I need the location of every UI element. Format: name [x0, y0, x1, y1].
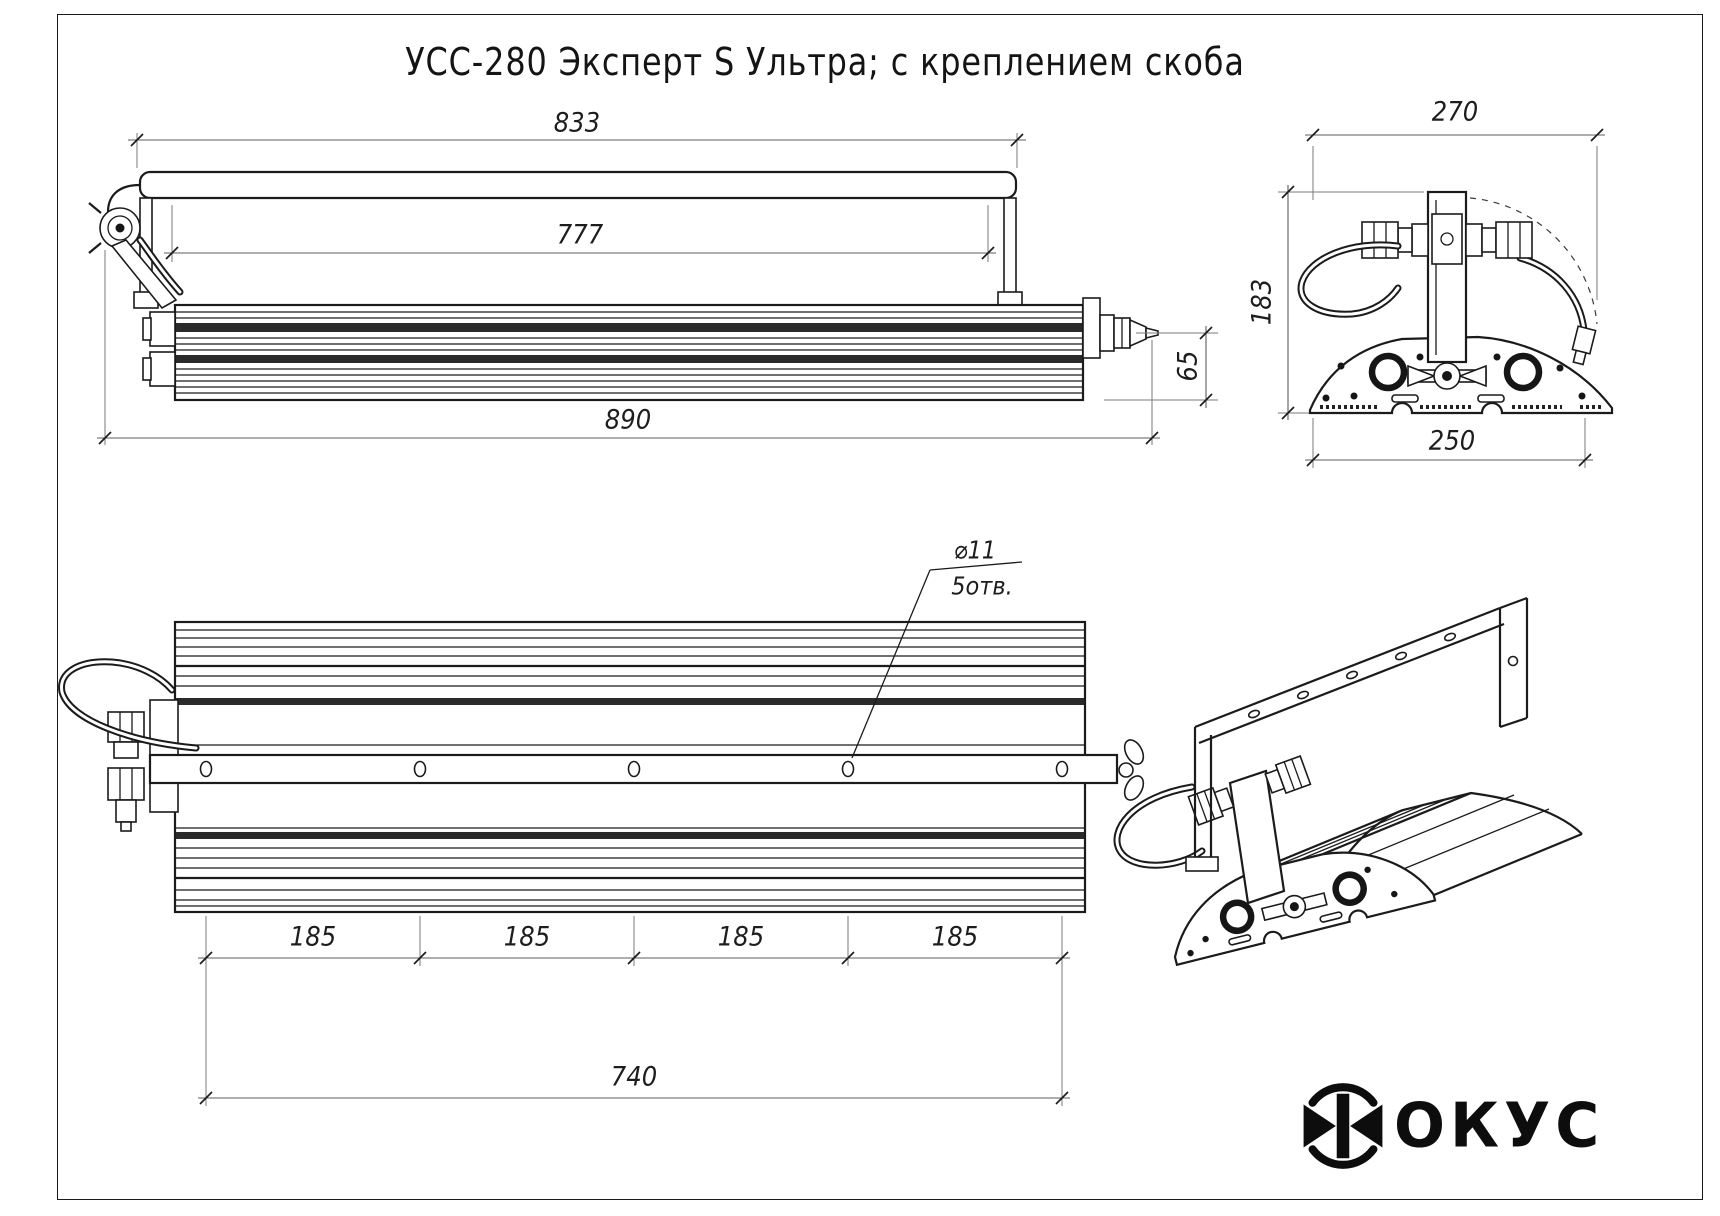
dim-bracket-width: 833 [553, 107, 601, 139]
isometric-view-drawing [1113, 596, 1583, 967]
dim-end-overall-width: 270 [1431, 96, 1479, 128]
end-view-drawing [1278, 128, 1614, 468]
dim-overall-length: 890 [604, 404, 652, 436]
manufacturer-logo: ОКУС [1300, 1082, 1604, 1170]
side-view-drawing [88, 133, 1218, 445]
dim-body-height: 65 [1172, 350, 1204, 382]
logo-word: ОКУС [1394, 1090, 1605, 1162]
dim-end-body-width: 250 [1428, 425, 1476, 457]
dim-hole-span: 740 [610, 1061, 658, 1093]
dim-hole-spacing-4: 185 [931, 921, 979, 953]
hole-count-callout: 5отв. [951, 571, 1013, 601]
sheet-border-frame [57, 14, 1703, 1200]
dim-hole-spacing-2: 185 [503, 921, 551, 953]
hole-diameter-callout: ⌀11 [953, 535, 997, 565]
plan-view-drawing [58, 561, 1145, 1106]
dim-hole-spacing-1: 185 [289, 921, 337, 953]
dim-hole-spacing-3: 185 [717, 921, 765, 953]
focus-zh-icon [1303, 1083, 1383, 1169]
dim-end-overall-height: 183 [1246, 278, 1278, 326]
drawing-title: УСС-280 Эксперт S Ультра; с креплением с… [405, 40, 1245, 84]
dim-mount-span: 777 [556, 219, 604, 251]
